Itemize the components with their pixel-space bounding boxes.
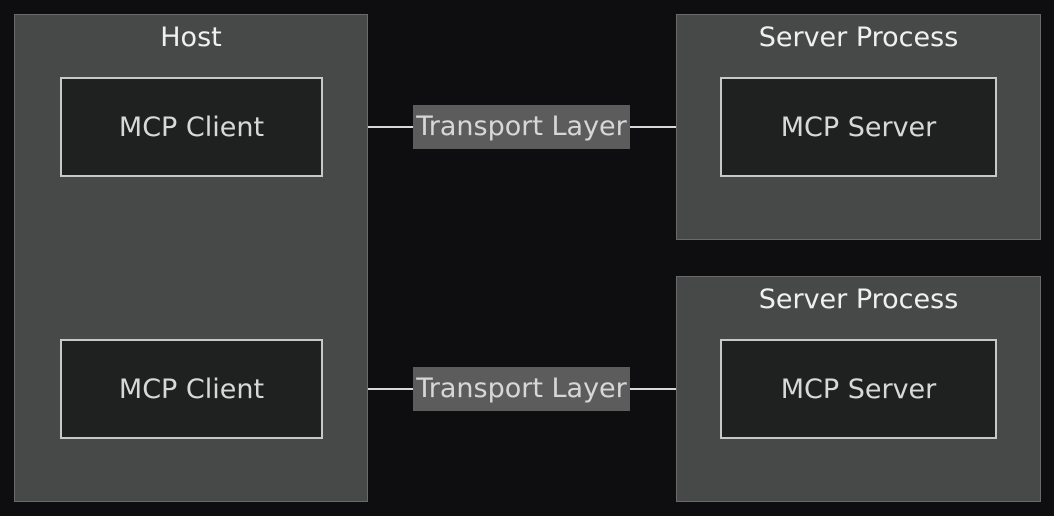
server-process-title: Server Process: [758, 284, 959, 315]
transport-layer-label: Transport Layer: [413, 367, 630, 411]
host-title: Host: [160, 22, 222, 53]
transport-layer-label: Transport Layer: [413, 105, 630, 149]
node-label: MCP Server: [780, 111, 937, 143]
node-label: MCP Client: [118, 373, 265, 405]
mcp-server-node-1: MCP Server: [720, 77, 997, 177]
mcp-client-node-1: MCP Client: [60, 77, 323, 177]
mcp-client-node-2: MCP Client: [60, 339, 323, 439]
server-process-title: Server Process: [758, 22, 959, 53]
mcp-server-node-2: MCP Server: [720, 339, 997, 439]
node-label: MCP Client: [118, 111, 265, 143]
node-label: MCP Server: [780, 373, 937, 405]
